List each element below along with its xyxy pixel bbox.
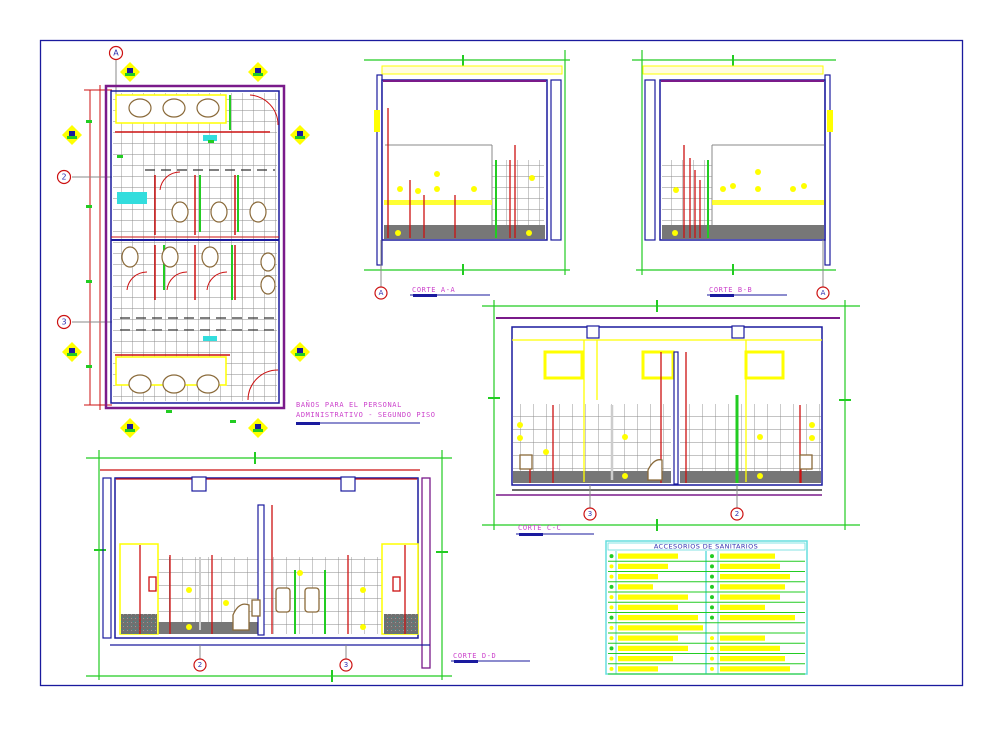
svg-text:A: A <box>113 49 119 58</box>
plan-title: BAÑOS PARA EL PERSONAL ADMINISTRATIVO - … <box>296 400 436 425</box>
svg-text:2: 2 <box>198 661 202 669</box>
svg-text:CORTE B-B: CORTE B-B <box>709 286 752 294</box>
axis-bubble-a-section-b: A <box>816 286 830 300</box>
sheet-border <box>39 39 964 687</box>
svg-text:3: 3 <box>61 318 66 327</box>
svg-text:CORTE C-C: CORTE C-C <box>518 524 561 532</box>
floor-plan: A 2 3 <box>56 45 310 438</box>
section-a-a-label: CORTE A-A <box>410 286 490 297</box>
svg-text:ADMINISTRATIVO - SEGUNDO PISO: ADMINISTRATIVO - SEGUNDO PISO <box>296 411 436 419</box>
axis-bubble-a-section-a: A <box>374 286 388 300</box>
section-a-a: A CORTE A-A <box>364 50 570 300</box>
svg-text:ACCESORIOS DE SANITARIOS: ACCESORIOS DE SANITARIOS <box>654 543 758 551</box>
axis-bubble-2-section-c: 2 <box>730 507 744 521</box>
svg-text:A: A <box>821 289 826 297</box>
section-c-c-label: CORTE C-C <box>516 524 594 536</box>
axis-bubble-2-plan: 2 <box>56 169 72 185</box>
axis-bubble-3-section-d: 3 <box>339 658 353 672</box>
section-c-c: 3 2 CORTE C-C <box>482 300 860 536</box>
section-b-b: A CORTE B-B <box>632 50 836 300</box>
axis-bubble-a-plan: A <box>108 45 124 61</box>
svg-text:A: A <box>379 289 384 297</box>
svg-text:3: 3 <box>344 661 348 669</box>
svg-text:2: 2 <box>61 173 66 182</box>
section-d-d-label: CORTE D-D <box>451 652 530 663</box>
section-b-b-label: CORTE B-B <box>707 286 787 297</box>
svg-text:3: 3 <box>588 510 592 518</box>
legend-table-accesorios: ACCESORIOS DE SANITARIOS <box>605 540 808 675</box>
svg-text:2: 2 <box>735 510 739 518</box>
axis-bubble-3-section-c: 3 <box>583 507 597 521</box>
section-marker-icons <box>62 62 310 438</box>
svg-text:BAÑOS PARA EL PERSONAL: BAÑOS PARA EL PERSONAL <box>296 400 402 409</box>
section-d-d: 2 3 CORTE D-D <box>86 450 530 682</box>
axis-bubble-3-plan: 3 <box>56 314 72 330</box>
axis-bubble-2-section-d: 2 <box>193 658 207 672</box>
legend-rows <box>608 553 805 675</box>
svg-text:CORTE D-D: CORTE D-D <box>453 652 496 660</box>
svg-text:CORTE A-A: CORTE A-A <box>412 286 456 294</box>
